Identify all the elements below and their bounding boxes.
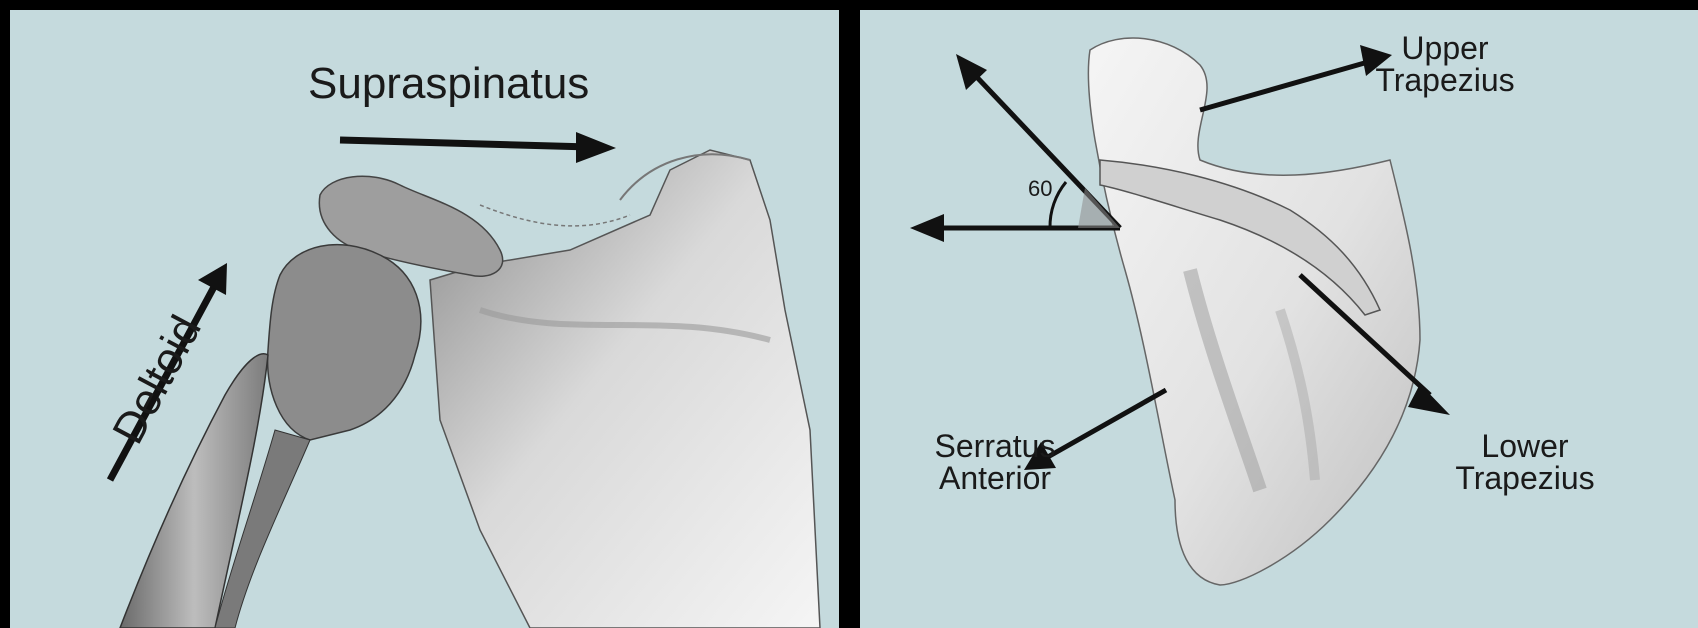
serratus-anterior-line1: Serratus bbox=[910, 430, 1080, 462]
lower-trapezius-line2: Trapezius bbox=[1440, 462, 1610, 494]
serratus-anterior-label: Serratus Anterior bbox=[910, 430, 1080, 494]
upper-trapezius-line1: Upper bbox=[1360, 32, 1530, 64]
left-panel-shoulder: Supraspinatus Deltoid bbox=[10, 10, 839, 628]
scapula-illustration bbox=[860, 10, 1698, 628]
serratus-anterior-line2: Anterior bbox=[910, 462, 1080, 494]
lower-trapezius-line1: Lower bbox=[1440, 430, 1610, 462]
upper-trapezius-arrow bbox=[1200, 62, 1368, 110]
horizontal-arrowhead bbox=[910, 214, 944, 242]
lower-trapezius-arrowhead bbox=[1408, 384, 1450, 415]
supraspinatus-label: Supraspinatus bbox=[308, 62, 589, 106]
upper-trapezius-label: Upper Trapezius bbox=[1360, 32, 1530, 96]
scapula-shape bbox=[430, 150, 820, 628]
upper-trapezius-line2: Trapezius bbox=[1360, 64, 1530, 96]
supraspinatus-arrow bbox=[340, 140, 590, 147]
supraspinatus-arrowhead bbox=[576, 132, 616, 163]
angle-label: 60 bbox=[1028, 178, 1052, 200]
right-panel-scapula: Upper Trapezius 60 Serratus Anterior Low… bbox=[860, 10, 1698, 628]
lower-trapezius-label: Lower Trapezius bbox=[1440, 430, 1610, 494]
humeral-head-shape bbox=[268, 245, 421, 440]
